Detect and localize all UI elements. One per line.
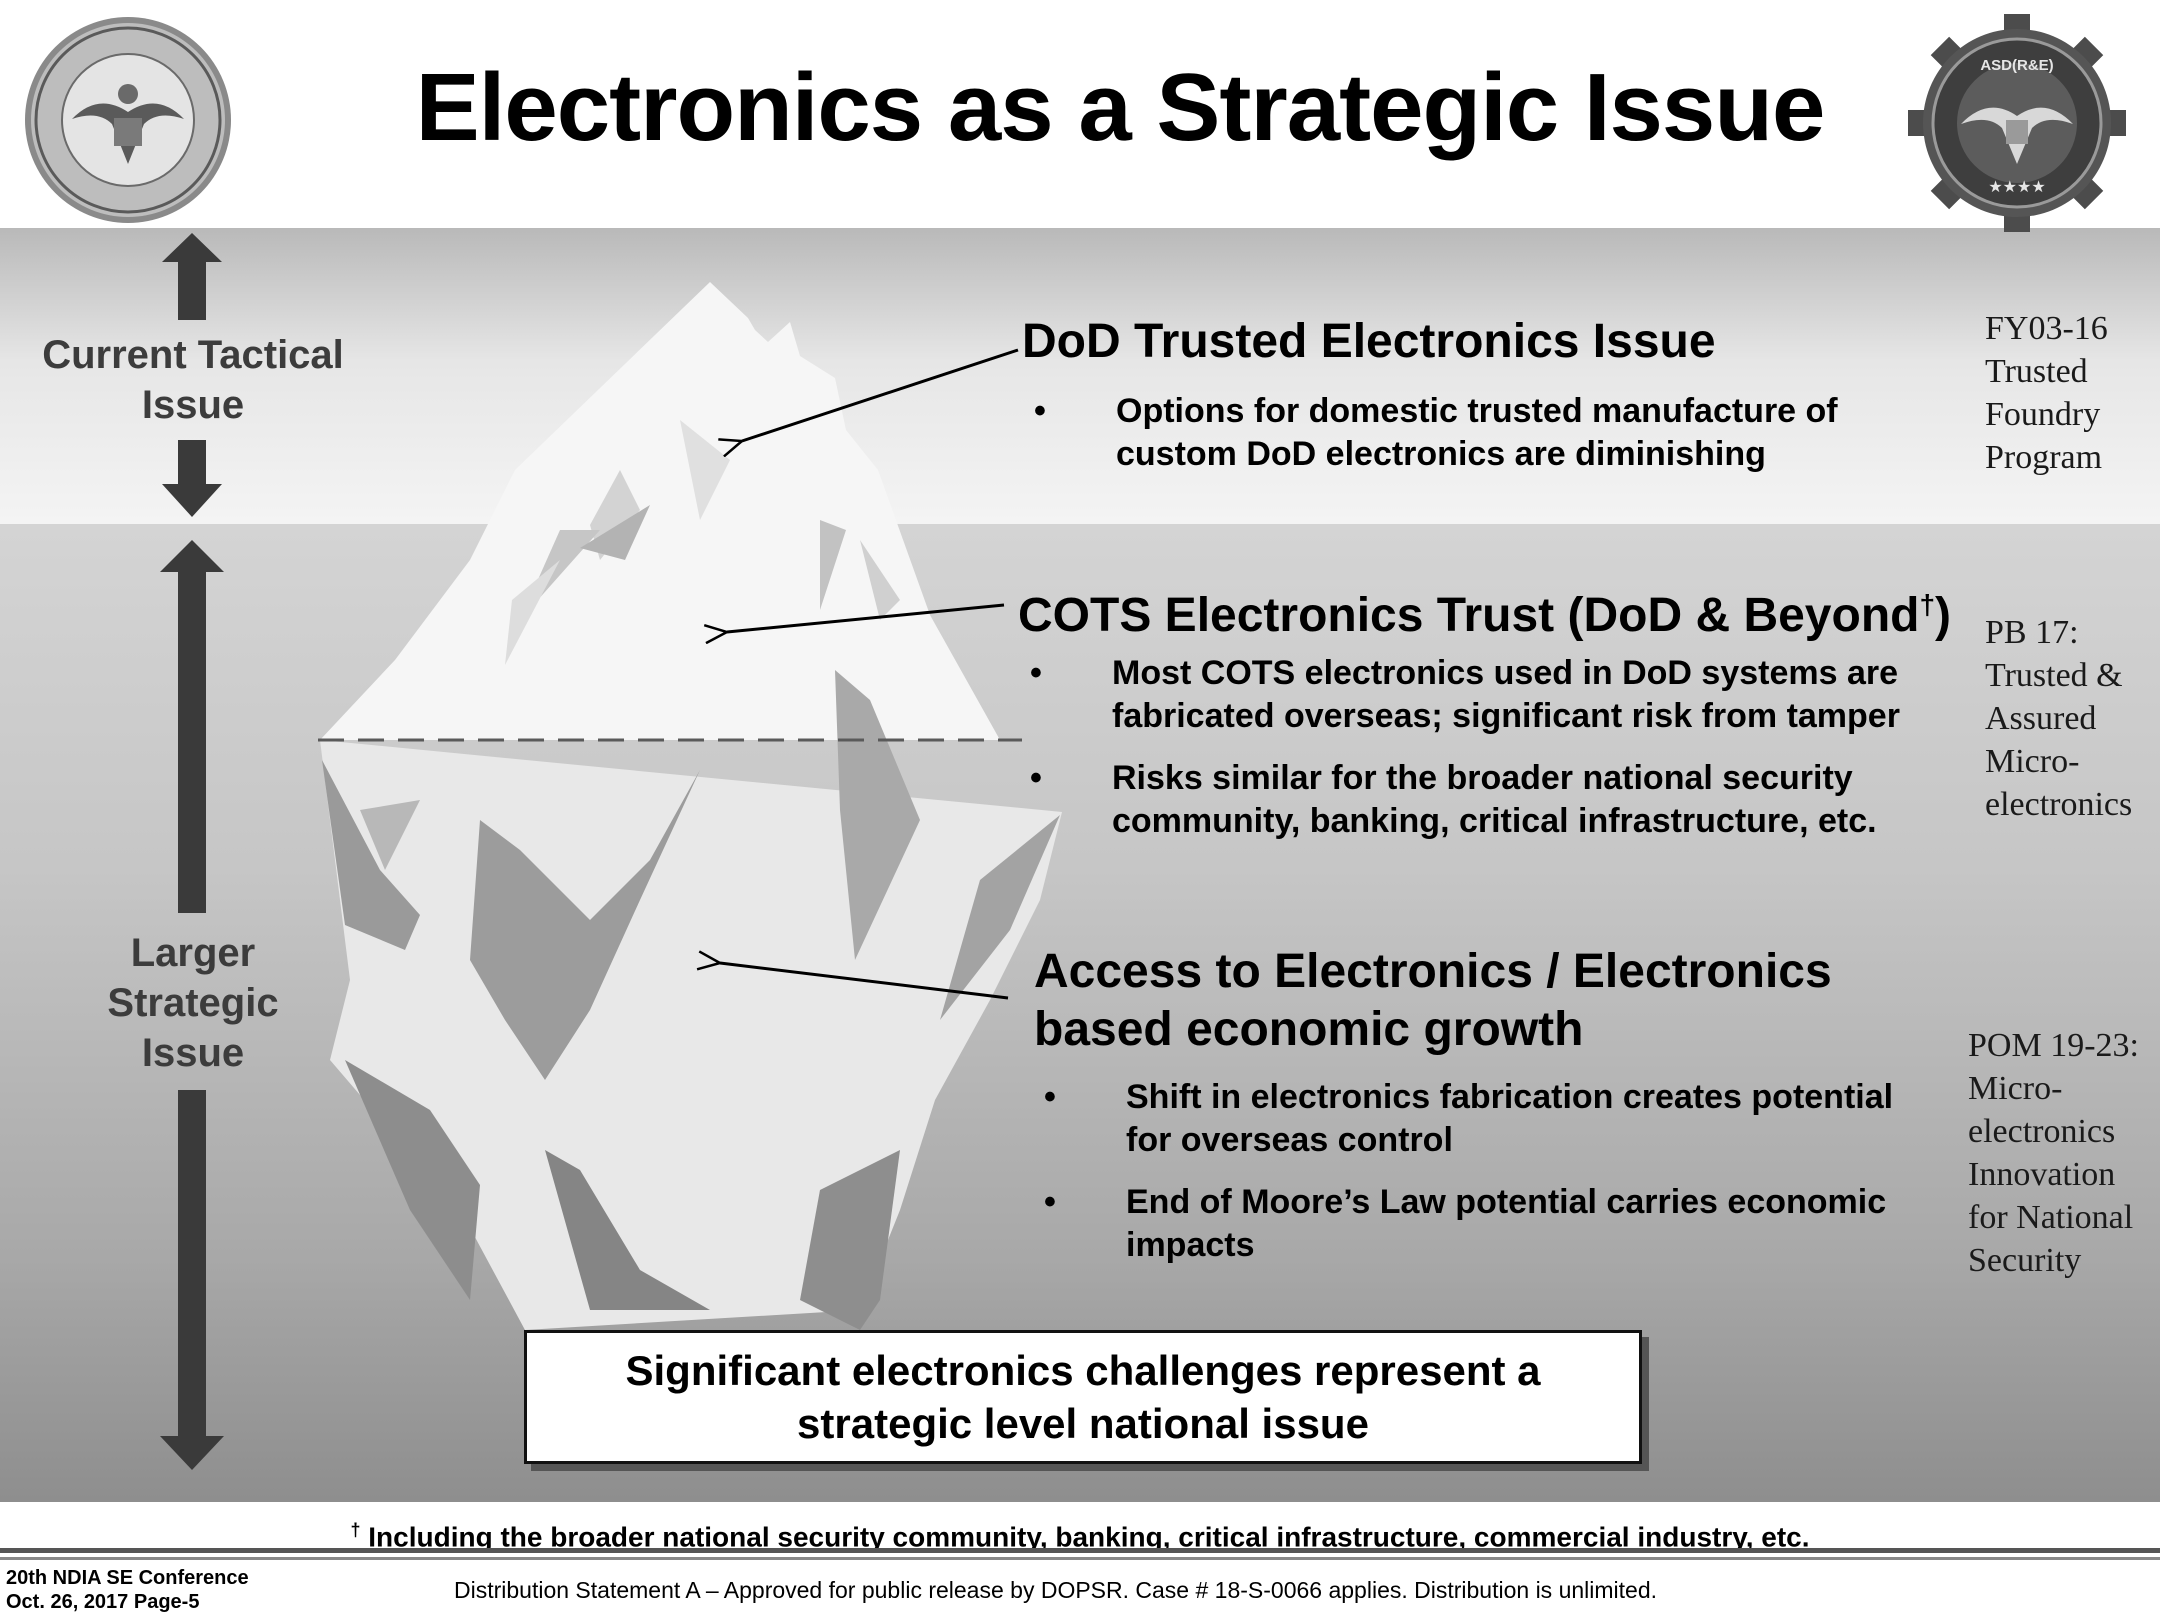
dod-seal-icon xyxy=(25,17,231,223)
conclusion-callout: Significant electronics challenges repre… xyxy=(524,1330,1642,1464)
program-note-microelectronics-innovation: POM 19-23: Micro- electronics Innovation… xyxy=(1968,1027,2139,1279)
tactical-issue-label: Current Tactical Issue xyxy=(42,333,344,427)
section-heading-access-electronics: Access to Electronics / Electronics base… xyxy=(1034,945,1832,1056)
footnote: † Including the broader national securit… xyxy=(350,1520,1810,1553)
dagger-mark: † xyxy=(350,1520,361,1540)
program-note-trusted-assured: PB 17: Trusted & Assured Micro- electron… xyxy=(1985,614,2133,823)
conference-info: 20th NDIA SE Conference Oct. 26, 2017 Pa… xyxy=(6,1567,249,1613)
bullet-item: Risks similar for the broader national s… xyxy=(1030,757,1990,843)
footer-divider xyxy=(0,1557,2160,1560)
bullet-list-trusted-electronics: Options for domestic trusted manufacture… xyxy=(1034,390,1964,495)
bullet-item: Most COTS electronics used in DoD system… xyxy=(1030,652,1990,738)
section-heading-cots-trust: COTS Electronics Trust (DoD & Beyond†) xyxy=(1018,589,1952,642)
page-title: Electronics as a Strategic Issue xyxy=(415,54,1826,161)
svg-text:★★★★: ★★★★ xyxy=(1988,177,2045,196)
tactical-down-arrow-icon xyxy=(162,440,222,517)
strategic-issue-label: Larger Strategic Issue xyxy=(107,931,279,1075)
footer-divider xyxy=(0,1548,2160,1553)
dagger-mark: † xyxy=(1919,589,1936,620)
bullet-item: Shift in electronics fabrication creates… xyxy=(1044,1076,1924,1162)
distribution-statement: Distribution Statement A – Approved for … xyxy=(454,1577,1658,1603)
strategic-down-arrow-icon xyxy=(160,1090,224,1470)
svg-text:ASD(R&E): ASD(R&E) xyxy=(1980,57,2053,74)
bullet-list-access-electronics: Shift in electronics fabrication creates… xyxy=(1044,1076,1924,1286)
program-note-trusted-foundry: FY03-16 Trusted Foundry Program xyxy=(1985,310,2108,476)
iceberg-submerged xyxy=(320,670,1062,1330)
strategic-up-arrow-icon xyxy=(160,540,224,913)
iceberg-tip xyxy=(320,282,1000,740)
bullet-list-cots-trust: Most COTS electronics used in DoD system… xyxy=(1030,652,1990,862)
pointer-arrow-2 xyxy=(727,603,1005,632)
pointer-arrow-1 xyxy=(742,348,1019,441)
section-heading-trusted-electronics: DoD Trusted Electronics Issue xyxy=(1022,315,1716,368)
bullet-item: Options for domestic trusted manufacture… xyxy=(1034,390,1964,476)
bullet-item: End of Moore’s Law potential carries eco… xyxy=(1044,1181,1924,1267)
tactical-up-arrow-icon xyxy=(162,233,222,320)
asd-re-seal-icon: ASD(R&E) ★★★★ xyxy=(1908,14,2126,232)
pointer-arrow-3 xyxy=(720,963,1009,1000)
